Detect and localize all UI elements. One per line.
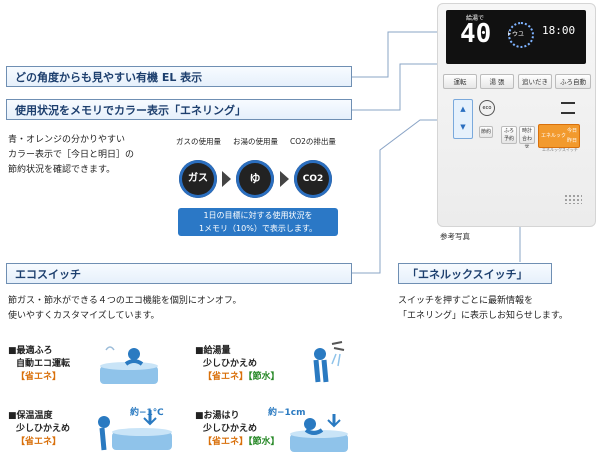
- display-mode: トウユ: [506, 31, 525, 38]
- display-ring-icon: [508, 22, 534, 48]
- enelook-today-label: 今日: [567, 128, 578, 134]
- arrow-right-icon: [222, 171, 231, 187]
- enelook-tomorrow-label: 昨日: [567, 138, 578, 144]
- display-label: 給湯で: [466, 15, 485, 22]
- gas-gauge-icon: ガス: [179, 160, 217, 198]
- auto-bath-button: ふろ自動: [555, 74, 591, 89]
- display-temperature: 40: [460, 19, 492, 49]
- side-label-saving: 節約: [479, 126, 493, 138]
- tag-energy-saving: 【省エネ】: [16, 372, 62, 382]
- keep-warm-annotation: 約−1℃: [130, 408, 164, 418]
- eco-item-keep-warm-temp: ■保温温度 少しひかえめ 【省エネ】: [8, 411, 71, 447]
- enering-description: 青・オレンジの分かりやすいカラー表示で［今日と明日］の節約状況を確認できます。: [8, 135, 135, 175]
- remote-controller-photo: 給湯で 40 トウユ 18:00 運転 湯 張 追いだき ふろ自動 ▲▼ eco…: [437, 3, 596, 227]
- header-enelook-switch: 「エネルックスイッチ」: [398, 263, 552, 284]
- eco-item-hot-water-volume: ■給湯量 少しひかえめ 【省エネ】【節水】: [195, 346, 280, 382]
- header-organic-el: どの角度からも見やすい有機 EL 表示: [6, 66, 352, 87]
- bath-illustration-icon: [100, 346, 158, 384]
- temp-updown-button: ▲▼: [453, 99, 473, 139]
- reheat-button: 追いだき: [518, 74, 552, 89]
- speaker-grill: [564, 194, 582, 204]
- enelook-description: スイッチを押すごとに最新情報を「エネリング」に表示しお知らせします。: [398, 296, 568, 321]
- enelook-switch-caption: エネルックスイッチ: [542, 147, 578, 152]
- display-time: 18:00: [542, 24, 576, 37]
- eco-item-bath-fill-level: ■お湯はり 少しひかえめ 【省エネ】【節水】: [195, 411, 280, 447]
- menu-icon: [561, 102, 575, 114]
- bath-fill-annotation: 約−1cm: [268, 408, 306, 418]
- filling-button: 湯 張: [480, 74, 514, 89]
- operation-button: 運転: [443, 74, 477, 89]
- gauge-label-co2: CO2の排出量: [290, 137, 336, 146]
- header-eco-switch: エコスイッチ: [6, 263, 352, 284]
- eco-switch-description: 節ガス・節水ができる４つのエコ機能を個別にオンオフ。使いやすくカスタマイズしてい…: [8, 296, 242, 321]
- arrow-right-icon: [280, 171, 289, 187]
- header-enering: 使用状況をメモリでカラー表示「エネリング」: [6, 99, 352, 120]
- gauge-label-gas: ガスの使用量: [176, 137, 221, 146]
- enelook-button-label: エネルック: [541, 133, 567, 139]
- thermometer-bath-illustration-icon: [98, 410, 172, 451]
- shower-illustration-icon: [313, 341, 345, 383]
- gauge-label-water: お湯の使用量: [233, 137, 278, 146]
- enelook-switch-button: エネルック 今日 昨日: [538, 124, 580, 148]
- bath-fill-illustration-icon: [290, 414, 348, 452]
- clock-set-button: 時計合わせ: [519, 126, 535, 150]
- bath-reserve-button: ふろ予約: [501, 126, 517, 144]
- eco-icon: eco: [479, 100, 495, 116]
- co2-gauge-icon: CO2: [294, 160, 332, 198]
- water-gauge-icon: ゆ: [236, 160, 274, 198]
- photo-caption: 参考写真: [440, 232, 470, 241]
- eco-item-bath-auto: ■最適ふろ 自動エコ運転 【省エネ】: [8, 346, 71, 382]
